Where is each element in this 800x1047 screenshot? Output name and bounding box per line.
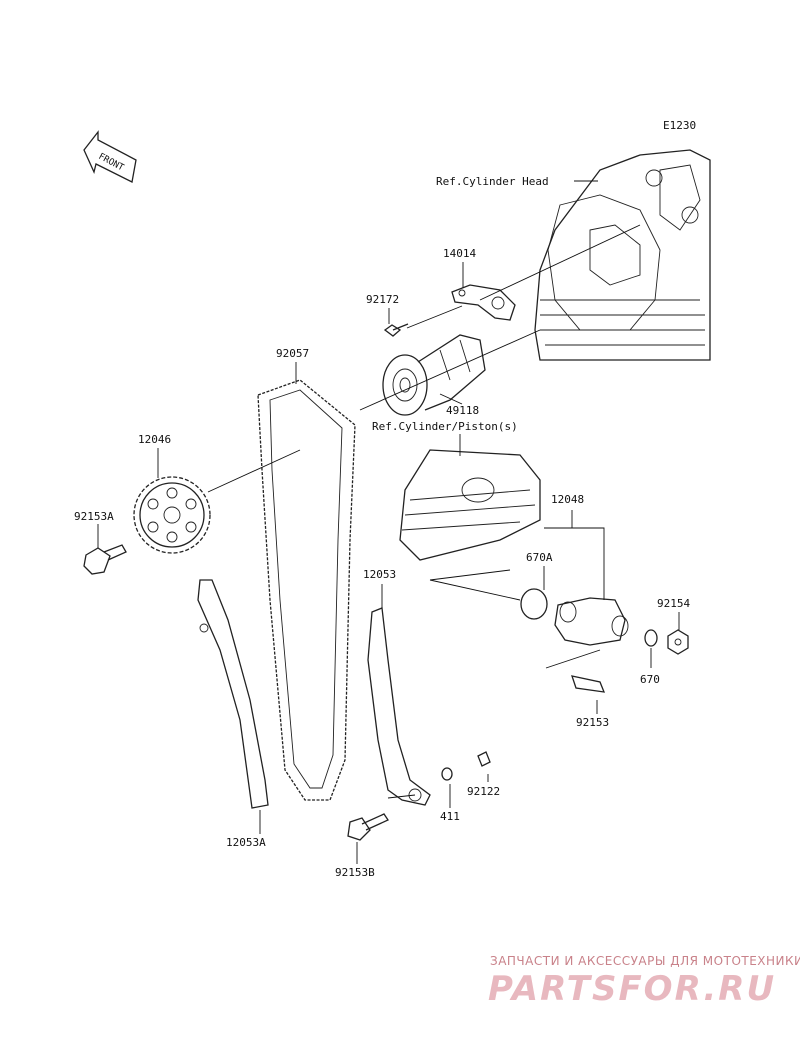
label-14014: 14014 xyxy=(443,247,476,260)
cylinder-head xyxy=(534,149,711,361)
cam-chain xyxy=(257,379,356,801)
front-label: FRONT xyxy=(97,152,126,174)
bolt-92153a xyxy=(83,544,127,575)
camshaft xyxy=(382,334,486,416)
label-12048: 12048 xyxy=(551,493,584,506)
label-92172: 92172 xyxy=(366,293,399,306)
bolt-92172 xyxy=(383,323,409,337)
camshaft-gasket xyxy=(451,284,516,321)
diagram-code: E1230 xyxy=(663,119,696,132)
chain-guide xyxy=(367,607,431,806)
pin-92122 xyxy=(477,751,491,767)
washer-411 xyxy=(441,767,453,781)
label-92153a: 92153A xyxy=(74,510,114,523)
watermark-brand: PARTSFOR.RU xyxy=(488,969,776,1009)
label-92153b: 92153B xyxy=(335,866,375,879)
label-92122: 92122 xyxy=(467,785,500,798)
tensioner-guide xyxy=(197,579,269,809)
ref-cylinder-head: Ref.Cylinder Head xyxy=(436,175,549,188)
label-12053a: 12053A xyxy=(226,836,266,849)
label-670a: 670A xyxy=(526,551,553,564)
o-ring-670 xyxy=(644,629,658,647)
label-12046: 12046 xyxy=(138,433,171,446)
cam-sprocket xyxy=(133,476,211,554)
bolt-92153b xyxy=(347,813,389,841)
bolt-92153 xyxy=(571,675,606,693)
label-49118: 49118 xyxy=(446,404,479,417)
ref-cylinder-piston: Ref.Cylinder/Piston(s) xyxy=(372,420,518,433)
chain-tensioner xyxy=(554,597,629,646)
watermark-tagline: ЗАПЧАСТИ И АКСЕССУАРЫ ДЛЯ МОТОТЕХНИКИ xyxy=(490,954,800,968)
label-670: 670 xyxy=(640,673,660,686)
label-12053: 12053 xyxy=(363,568,396,581)
nut-92154 xyxy=(667,629,689,655)
label-411: 411 xyxy=(440,810,460,823)
front-arrow-icon xyxy=(83,130,137,183)
cylinder xyxy=(399,449,541,561)
label-92057: 92057 xyxy=(276,347,309,360)
label-92153: 92153 xyxy=(576,716,609,729)
o-ring-670a xyxy=(520,588,548,620)
label-92154: 92154 xyxy=(657,597,690,610)
leader-lines xyxy=(97,180,680,864)
